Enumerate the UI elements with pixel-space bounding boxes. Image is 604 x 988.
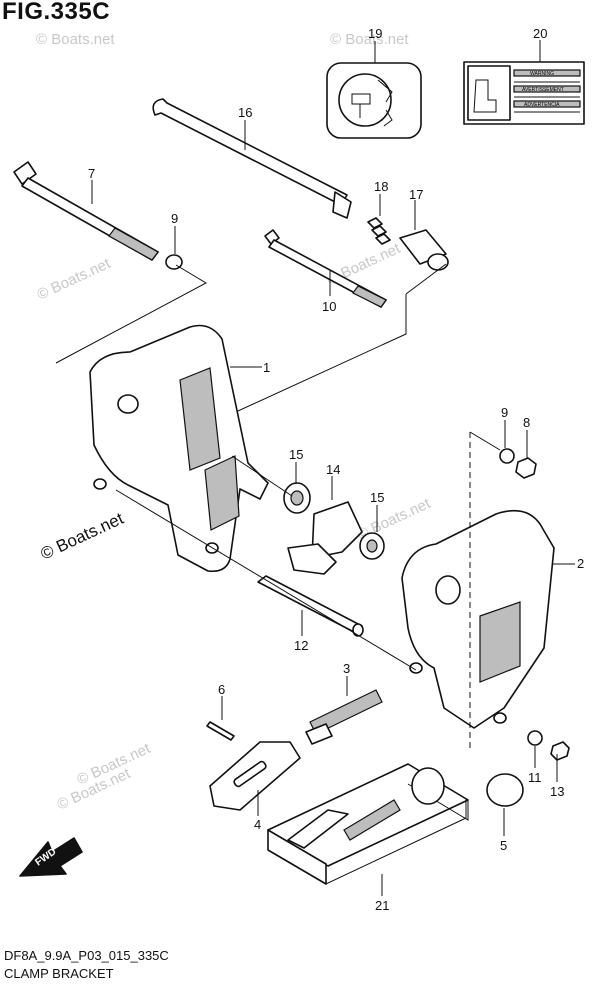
bushing-15 bbox=[359, 532, 385, 560]
assembly-21 bbox=[267, 763, 469, 885]
label-line: ADVERTENCIA bbox=[524, 102, 560, 108]
callout: 1 bbox=[263, 360, 270, 375]
thrust-rod-3 bbox=[305, 689, 383, 745]
plate-14 bbox=[287, 501, 363, 575]
callout: 18 bbox=[374, 179, 388, 194]
callout: 3 bbox=[343, 661, 350, 676]
callout: 19 bbox=[368, 26, 382, 41]
watermark-strong: © Boats.net bbox=[38, 509, 127, 564]
callout: 20 bbox=[533, 26, 547, 41]
callout: 6 bbox=[218, 682, 225, 697]
callout: 17 bbox=[409, 187, 423, 202]
nut-13 bbox=[550, 741, 570, 761]
callout: 11 bbox=[528, 770, 542, 785]
callout: 7 bbox=[88, 166, 95, 181]
decal-19 bbox=[326, 62, 422, 139]
callout: 21 bbox=[375, 898, 389, 913]
warning-label-20: WARNING AVERTISSEMENT ADVERTENCIA bbox=[463, 61, 585, 125]
callout: 5 bbox=[500, 838, 507, 853]
watermark: © Boats.net bbox=[35, 255, 114, 304]
tilt-rod-16 bbox=[152, 98, 352, 219]
figure-title: FIG.335C bbox=[2, 0, 111, 25]
connector-line bbox=[115, 489, 417, 671]
clamp-bracket-1 bbox=[89, 324, 269, 573]
washer-9 bbox=[499, 448, 515, 464]
callout: 12 bbox=[294, 638, 308, 653]
callout: 15 bbox=[370, 490, 384, 505]
clamp-bracket-2 bbox=[401, 509, 555, 729]
collar-17 bbox=[399, 229, 449, 271]
bushing-15 bbox=[283, 482, 311, 514]
washer-9 bbox=[165, 254, 183, 270]
callout: 9 bbox=[501, 405, 508, 420]
holder-4 bbox=[209, 741, 301, 811]
watermark: © Boats.net bbox=[330, 31, 409, 48]
callout: 10 bbox=[322, 299, 336, 314]
callout: 16 bbox=[238, 105, 252, 120]
washer-11 bbox=[527, 730, 543, 746]
label-line: WARNING bbox=[530, 71, 554, 77]
fwd-arrow: FWD bbox=[19, 837, 83, 877]
callout: 14 bbox=[326, 462, 340, 477]
connector-line bbox=[231, 455, 293, 497]
watermark: © Boats.net bbox=[36, 31, 115, 48]
connector-line bbox=[55, 264, 208, 364]
cap-5 bbox=[486, 773, 524, 807]
callout: 2 bbox=[577, 556, 584, 571]
nut-8 bbox=[515, 457, 537, 479]
connector-line bbox=[469, 431, 501, 451]
callout: 9 bbox=[171, 211, 178, 226]
diagram-name: CLAMP BRACKET bbox=[4, 966, 114, 981]
leader-lines bbox=[91, 40, 575, 896]
bolt-7 bbox=[13, 161, 159, 261]
spring-18 bbox=[367, 217, 391, 245]
bolt-10 bbox=[264, 229, 387, 308]
pin-6 bbox=[206, 721, 235, 741]
callout: 8 bbox=[523, 415, 530, 430]
label-line: AVERTISSEMENT bbox=[522, 87, 564, 93]
diagram-code: DF8A_9.9A_P03_015_335C bbox=[4, 948, 169, 963]
callout: 4 bbox=[254, 817, 261, 832]
callout: 15 bbox=[289, 447, 303, 462]
connector-line bbox=[165, 263, 447, 445]
callout: 13 bbox=[550, 784, 564, 799]
callout-labels: 19 20 16 7 18 17 9 10 1 9 8 15 14 15 2 1… bbox=[88, 26, 584, 913]
